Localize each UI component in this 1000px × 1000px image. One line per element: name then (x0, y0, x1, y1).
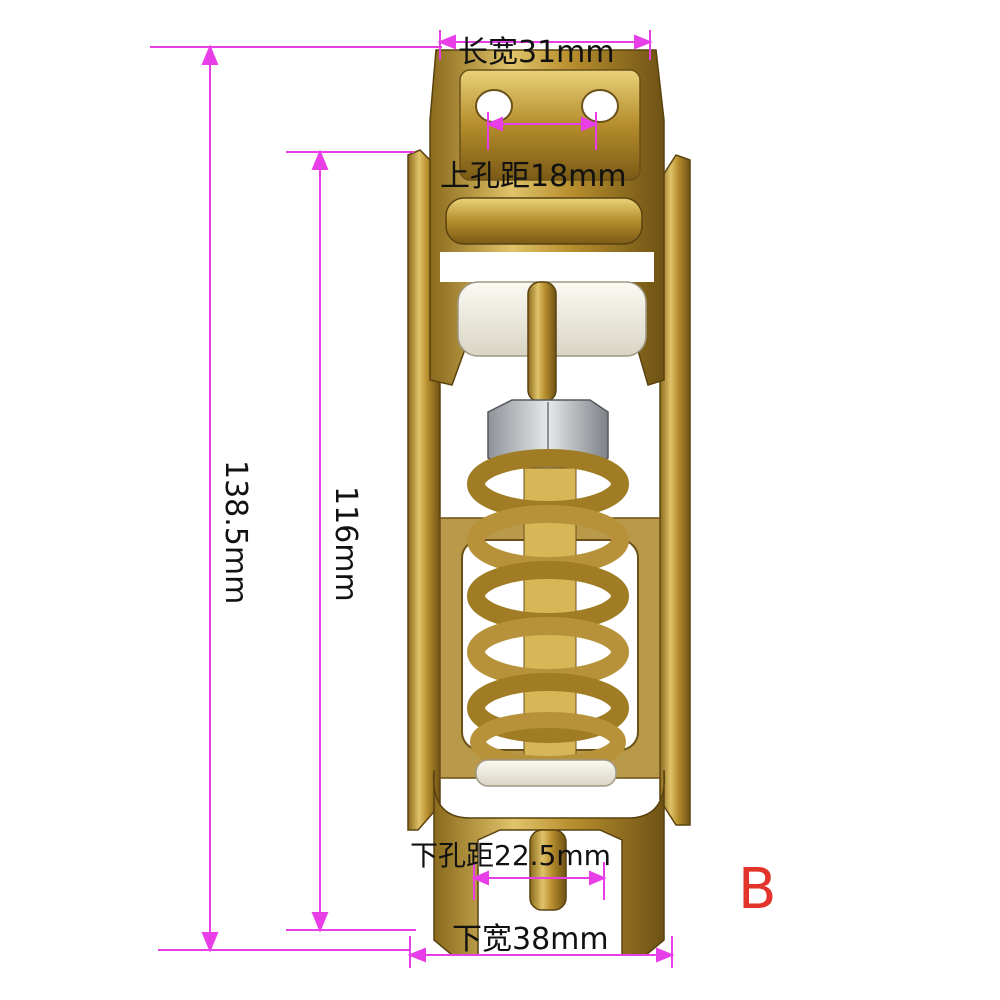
bottom-hole-spacing-label: 下孔距22.5mm (410, 839, 611, 872)
dimension-lines (150, 30, 675, 968)
variant-label: B (738, 857, 777, 922)
bottom-width-label: 下宽38mm (452, 922, 609, 957)
top-width-label: 长宽31mm (458, 35, 615, 70)
top-hole-spacing-label: 上孔距18mm (440, 159, 627, 194)
total-length-label: 138.5mm (218, 460, 253, 605)
inner-length-label: 116mm (328, 486, 363, 602)
